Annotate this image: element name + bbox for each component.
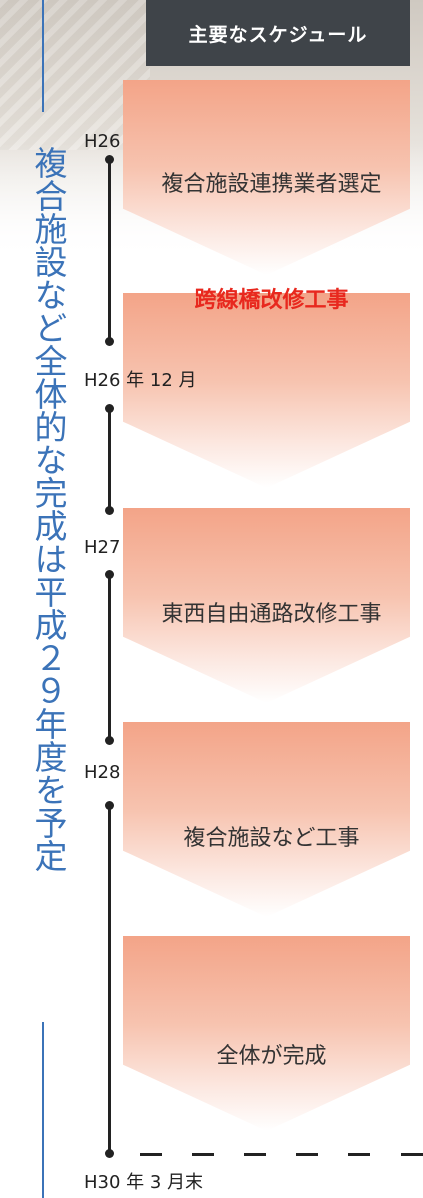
timeline-dot	[105, 337, 114, 346]
step-label-1: 複合施設連携業者選定	[161, 172, 382, 197]
dashed-baseline	[140, 1153, 423, 1156]
step-label-5: 全体が完成	[216, 1044, 327, 1069]
timeline-segment-2	[108, 407, 111, 511]
date-h28: H28	[84, 762, 121, 783]
completion-note: 複合施設など全体的な完成は平成２９年度を予定	[29, 146, 68, 872]
timeline-segment-3	[108, 573, 111, 741]
timeline-dot	[105, 736, 114, 745]
date-h27: H27	[84, 537, 121, 558]
date-h26: H26	[84, 131, 121, 152]
header-title: 主要なスケジュール	[188, 23, 368, 46]
timeline-segment-4	[108, 804, 111, 1154]
date-h26-dec: H26 年 12 月	[84, 370, 197, 391]
step-label-2: 跨線橋改修工事	[194, 288, 349, 313]
step-arrow-5	[123, 936, 410, 1131]
timeline-segment-1	[108, 158, 111, 342]
side-line-bottom	[42, 1022, 44, 1198]
side-line-top	[42, 0, 44, 112]
step-label-3: 東西自由通路改修工事	[161, 602, 382, 627]
date-h30-mar: H30 年 3 月末	[84, 1172, 204, 1193]
timeline-dot	[105, 506, 114, 515]
schedule-header: 主要なスケジュール	[146, 0, 410, 66]
step-label-4: 複合施設など工事	[183, 826, 360, 851]
timeline-dot	[105, 1149, 114, 1158]
